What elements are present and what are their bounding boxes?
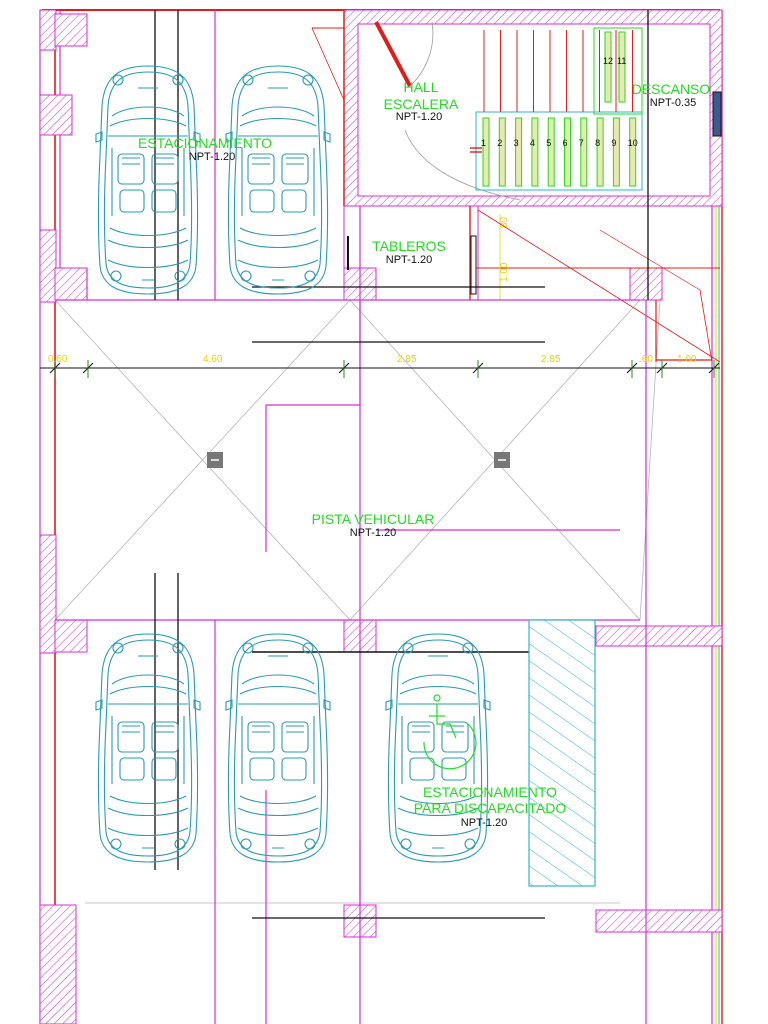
label-descanso: DESCANSO NPT-0.35 (632, 81, 711, 109)
dim-2: 2.85 (397, 354, 417, 365)
label-hall: HALL ESCALERA NPT-1.20 (384, 79, 459, 123)
column-marker-icon (494, 452, 510, 468)
stair-core (343, 9, 723, 207)
discapacitado-level: NPT-1.20 (461, 817, 507, 829)
stair-step-number: 8 (595, 138, 600, 148)
estacionamiento-top-title: ESTACIONAMIENTO (138, 135, 272, 151)
stair-tread-7 (580, 117, 588, 187)
label-estacionamiento-top: ESTACIONAMIENTO NPT-1.20 (138, 135, 272, 163)
hall-level: NPT-1.20 (396, 111, 442, 123)
stair-tread-2 (498, 117, 506, 187)
pista-level: NPT-1.20 (350, 527, 396, 539)
stair-step-number: 6 (563, 138, 568, 148)
stair-tread-8 (596, 117, 604, 187)
hall-line1: HALL (403, 79, 438, 95)
pista-title: PISTA VEHICULAR (312, 511, 435, 527)
dim-5: 1.00 (677, 354, 697, 365)
car-topview-icon (225, 65, 331, 295)
stair-tread-6 (564, 117, 571, 187)
descanso-title: DESCANSO (632, 81, 711, 97)
stair-tread-1 (482, 117, 490, 187)
wheelchair-icon (423, 694, 477, 770)
label-discapacitado: ESTACIONAMIENTO PARA DISCAPACITADO NPT-1… (414, 784, 567, 829)
hall-line2: ESCALERA (384, 96, 459, 112)
tableros-room: 80 1.00 (343, 205, 720, 301)
dim-1: 4.60 (203, 354, 223, 365)
landing-step-number: 11 (617, 56, 626, 66)
stair-step-number: 10 (628, 138, 638, 148)
stair-tread-5 (547, 117, 555, 187)
estacionamiento-top-level: NPT-1.20 (189, 151, 235, 163)
stair-tread-10 (629, 117, 637, 187)
dimension-line: 0.60 4.60 2.85 2.85 .60 1.00 (40, 354, 720, 378)
door-dim-80: 80 (499, 216, 510, 228)
door-dim-100: 1.00 (499, 262, 510, 282)
stair-tread-9 (612, 117, 620, 187)
dim-3: 2.85 (541, 354, 561, 365)
label-tableros: TABLEROS NPT-1.20 (372, 238, 446, 266)
stair-step-number: 5 (546, 138, 551, 148)
stair-step-number: 4 (530, 138, 535, 148)
accessible-aisle (528, 619, 596, 887)
label-pista: PISTA VEHICULAR NPT-1.20 (312, 511, 435, 539)
stair-step-number: 1 (481, 138, 486, 148)
stair-step-number: 9 (611, 138, 616, 148)
tableros-title: TABLEROS (372, 238, 446, 254)
column-marker-icon (207, 452, 223, 468)
stair-step-number: 3 (514, 138, 519, 148)
stair-treads (475, 27, 643, 191)
axis-lines (154, 10, 649, 919)
landing-tread-12 (604, 31, 612, 103)
car-topview-icon (95, 633, 201, 863)
landing-tread-11 (618, 31, 626, 103)
stair-tread-4 (531, 117, 539, 187)
car-topview-icon (95, 65, 201, 295)
stair-step-number: 7 (579, 138, 584, 148)
discapacitado-line1: ESTACIONAMIENTO (423, 784, 557, 800)
stair-step-number: 2 (497, 138, 502, 148)
landing-step-number: 12 (603, 56, 613, 66)
dim-4: .60 (639, 354, 653, 365)
stair-tread-3 (515, 117, 523, 187)
discapacitado-line2: PARA DISCAPACITADO (414, 800, 567, 816)
car-topview-icon (225, 633, 331, 863)
descanso-level: NPT-0.35 (650, 97, 696, 109)
dim-0: 0.60 (48, 354, 68, 365)
tableros-level: NPT-1.20 (386, 254, 432, 266)
red-service-lines (311, 27, 721, 363)
